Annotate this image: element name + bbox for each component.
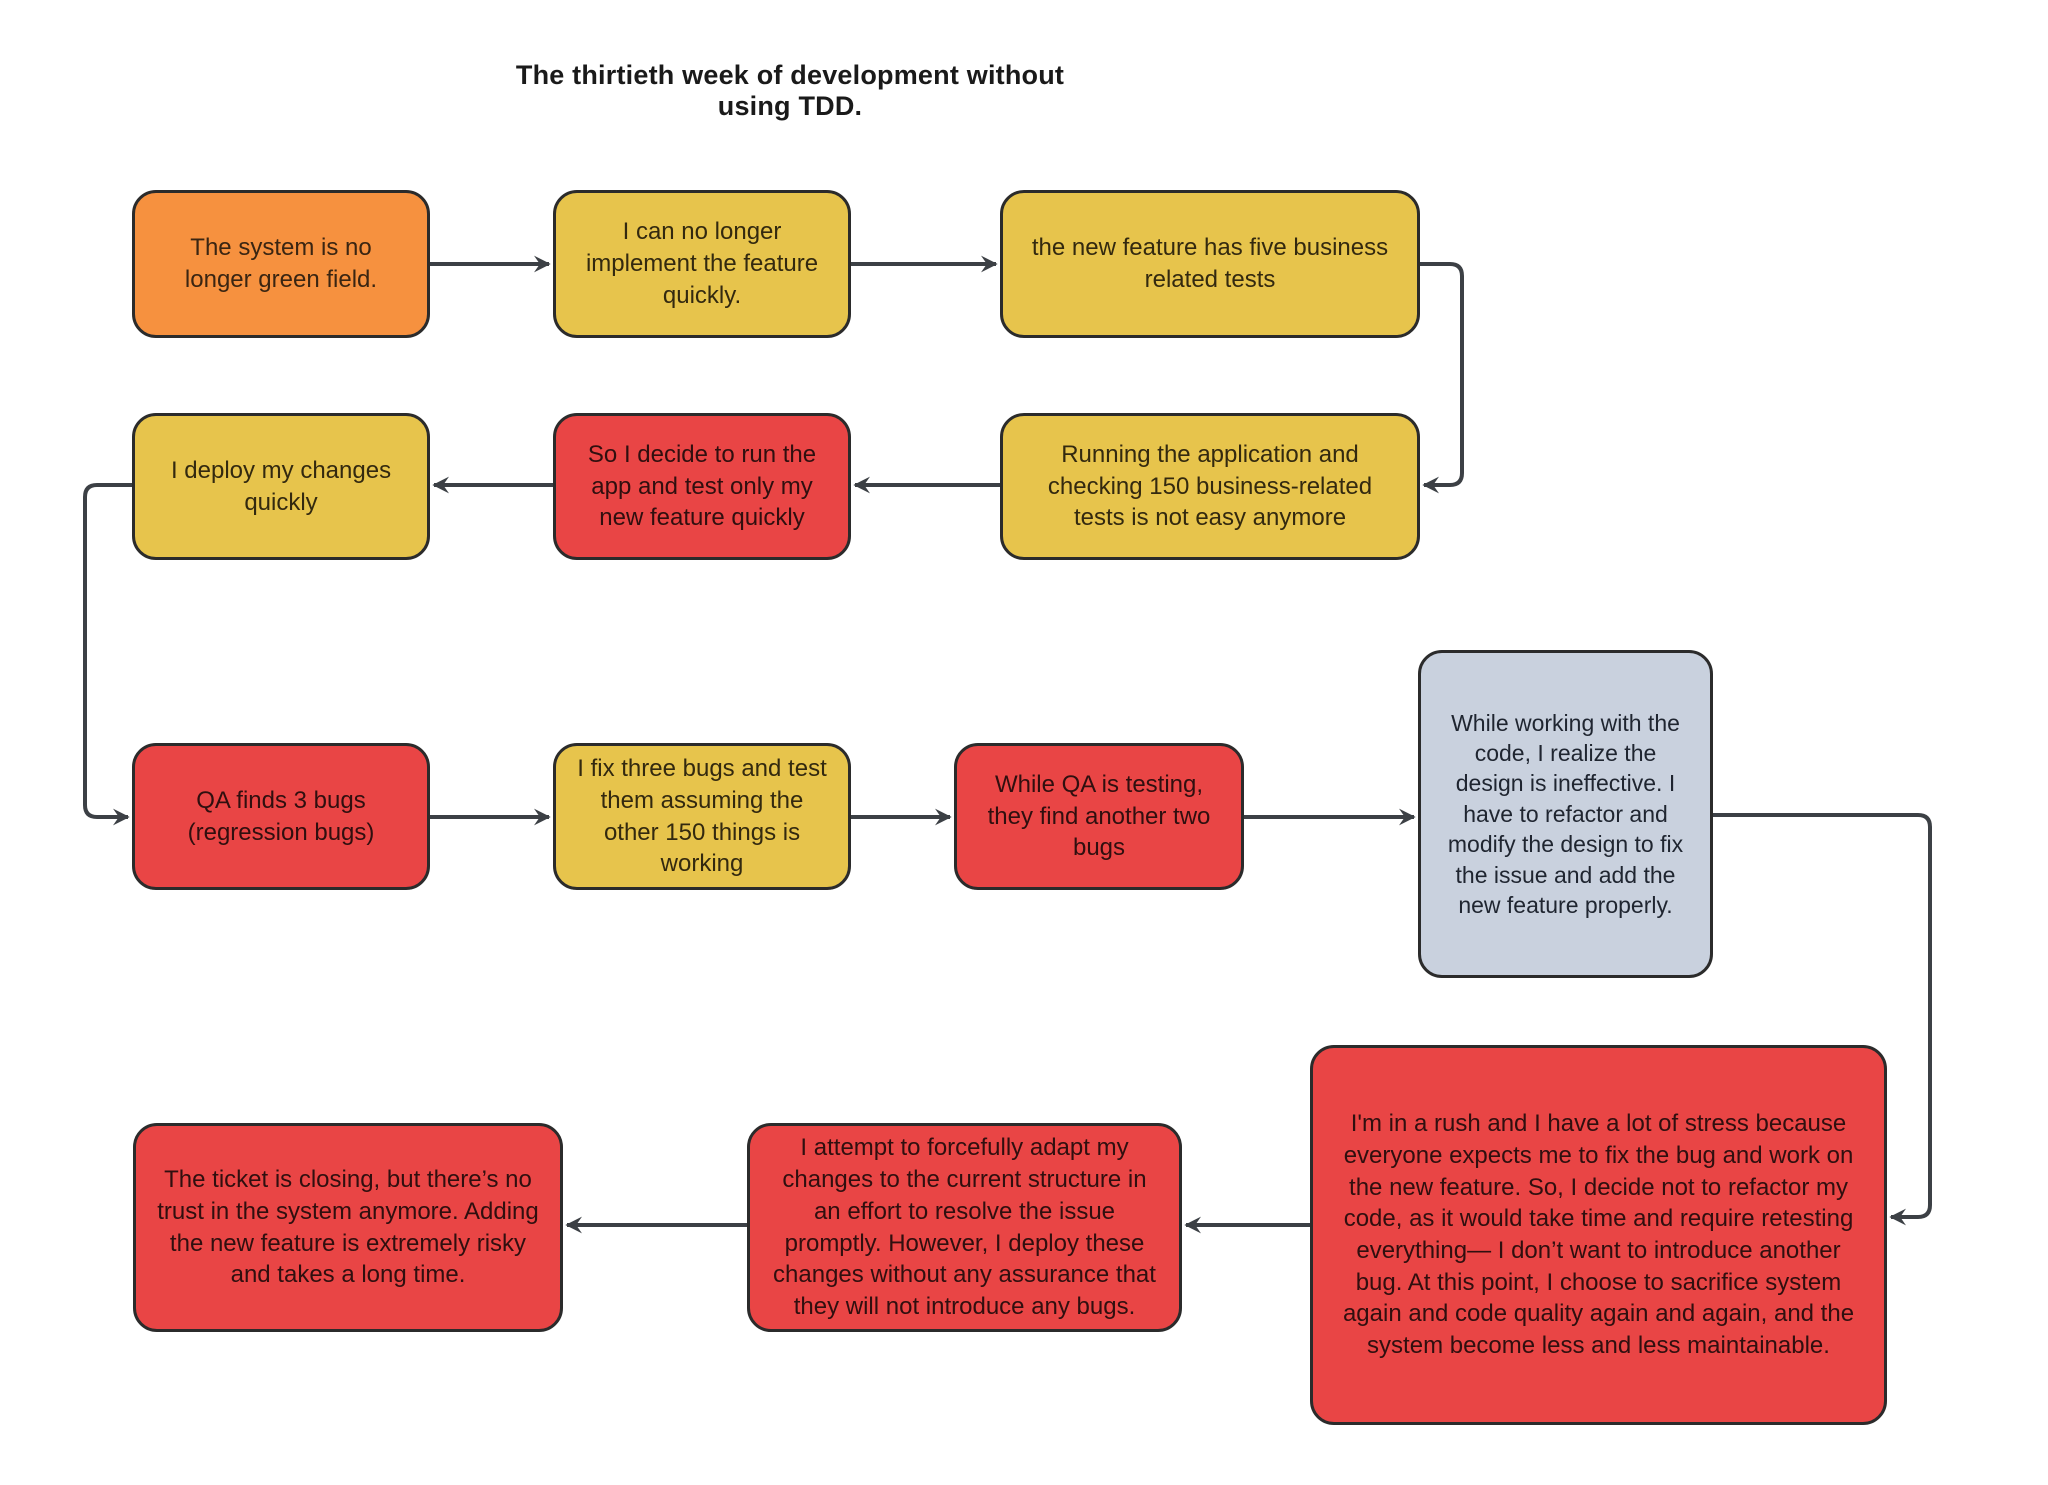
- node-forcefully-adapt-changes: I attempt to forcefully adapt my changes…: [747, 1123, 1182, 1332]
- node-rush-sacrifice-quality: I'm in a rush and I have a lot of stress…: [1310, 1045, 1887, 1425]
- node-text: While working with the code, I realize t…: [1447, 709, 1684, 918]
- node-fix-three-bugs: I fix three bugs and test them assuming …: [553, 743, 851, 890]
- node-text: Running the application and checking 150…: [1047, 440, 1373, 532]
- node-five-business-tests: the new feature has five business relate…: [1000, 190, 1420, 338]
- node-cant-implement-quickly: I can no longer implement the feature qu…: [553, 190, 851, 338]
- node-text: I attempt to forcefully adapt my changes…: [773, 1134, 1156, 1320]
- page-title: The thirtieth week of development withou…: [515, 60, 1065, 121]
- node-text: The system is no longer green field.: [184, 234, 378, 293]
- node-test-only-new-feature: So I decide to run the app and test only…: [553, 413, 851, 560]
- edge-n3-n6: [1420, 262, 1464, 494]
- node-text: the new feature has five business relate…: [1031, 234, 1389, 293]
- edge-n4-n7: [83, 483, 132, 826]
- node-text: While QA is testing, they find another t…: [987, 770, 1211, 862]
- node-text: I deploy my changes quickly: [170, 456, 392, 516]
- node-realize-design-ineffective: While working with the code, I realize t…: [1418, 650, 1713, 978]
- node-text: I'm in a rush and I have a lot of stress…: [1342, 1110, 1855, 1360]
- node-text: I can no longer implement the feature qu…: [585, 218, 819, 309]
- node-text: The ticket is closing, but there’s no tr…: [157, 1166, 539, 1289]
- node-text: I fix three bugs and test them assuming …: [577, 755, 827, 878]
- node-text: So I decide to run the app and test only…: [587, 440, 817, 532]
- node-running-150-tests-not-easy: Running the application and checking 150…: [1000, 413, 1420, 560]
- node-ticket-closing-no-trust: The ticket is closing, but there’s no tr…: [133, 1123, 563, 1332]
- node-no-longer-greenfield: The system is no longer green field.: [132, 190, 430, 338]
- node-deploy-changes-quickly: I deploy my changes quickly: [132, 413, 430, 560]
- node-qa-finds-3-bugs: QA finds 3 bugs (regression bugs): [132, 743, 430, 890]
- node-text: QA finds 3 bugs (regression bugs): [187, 786, 375, 846]
- node-qa-finds-two-more-bugs: While QA is testing, they find another t…: [954, 743, 1244, 890]
